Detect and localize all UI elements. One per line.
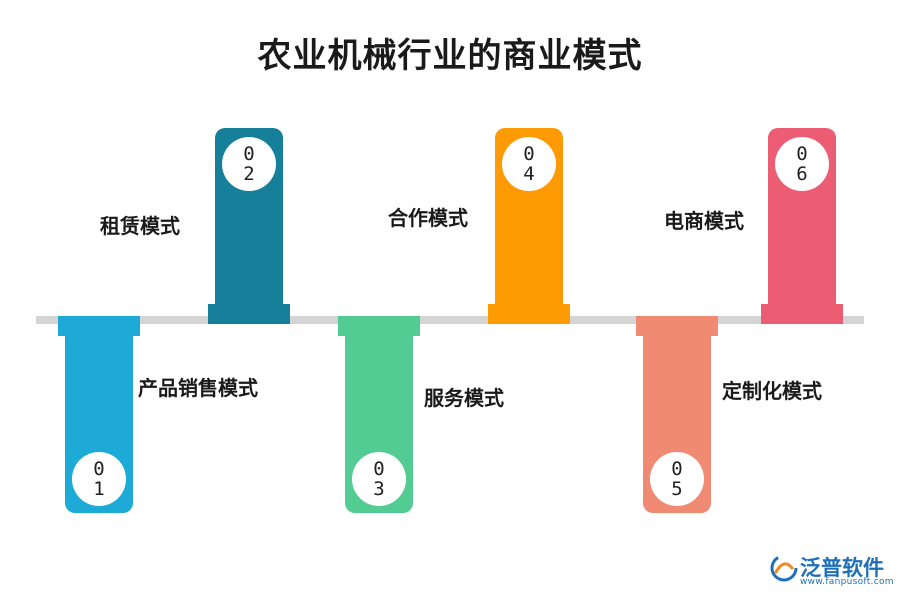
label-ecommerce: 电商模式 — [664, 209, 744, 233]
label-service: 服务模式 — [424, 386, 504, 410]
label-product-sales: 产品销售模式 — [138, 376, 258, 400]
pillar-01-cap — [58, 316, 140, 336]
diagram-title: 农业机械行业的商业模式 — [257, 36, 643, 76]
timeline-axis — [36, 316, 864, 324]
logo-swirl-icon — [770, 554, 798, 582]
pillar-06-cap — [761, 304, 843, 324]
label-leasing: 租赁模式 — [100, 214, 180, 238]
logo-url: www.fanpusoft.com — [800, 577, 894, 587]
label-cooperation: 合作模式 — [388, 206, 468, 230]
pillar-02-cap — [208, 304, 290, 324]
logo-name: 泛普软件 — [800, 556, 884, 580]
pillar-04-cap — [488, 304, 570, 324]
label-customization: 定制化模式 — [722, 379, 822, 403]
pillar-05-cap — [636, 316, 718, 336]
pillar-03-cap — [338, 316, 420, 336]
brand-logo: 泛普软件 www.fanpusoft.com — [770, 550, 894, 594]
